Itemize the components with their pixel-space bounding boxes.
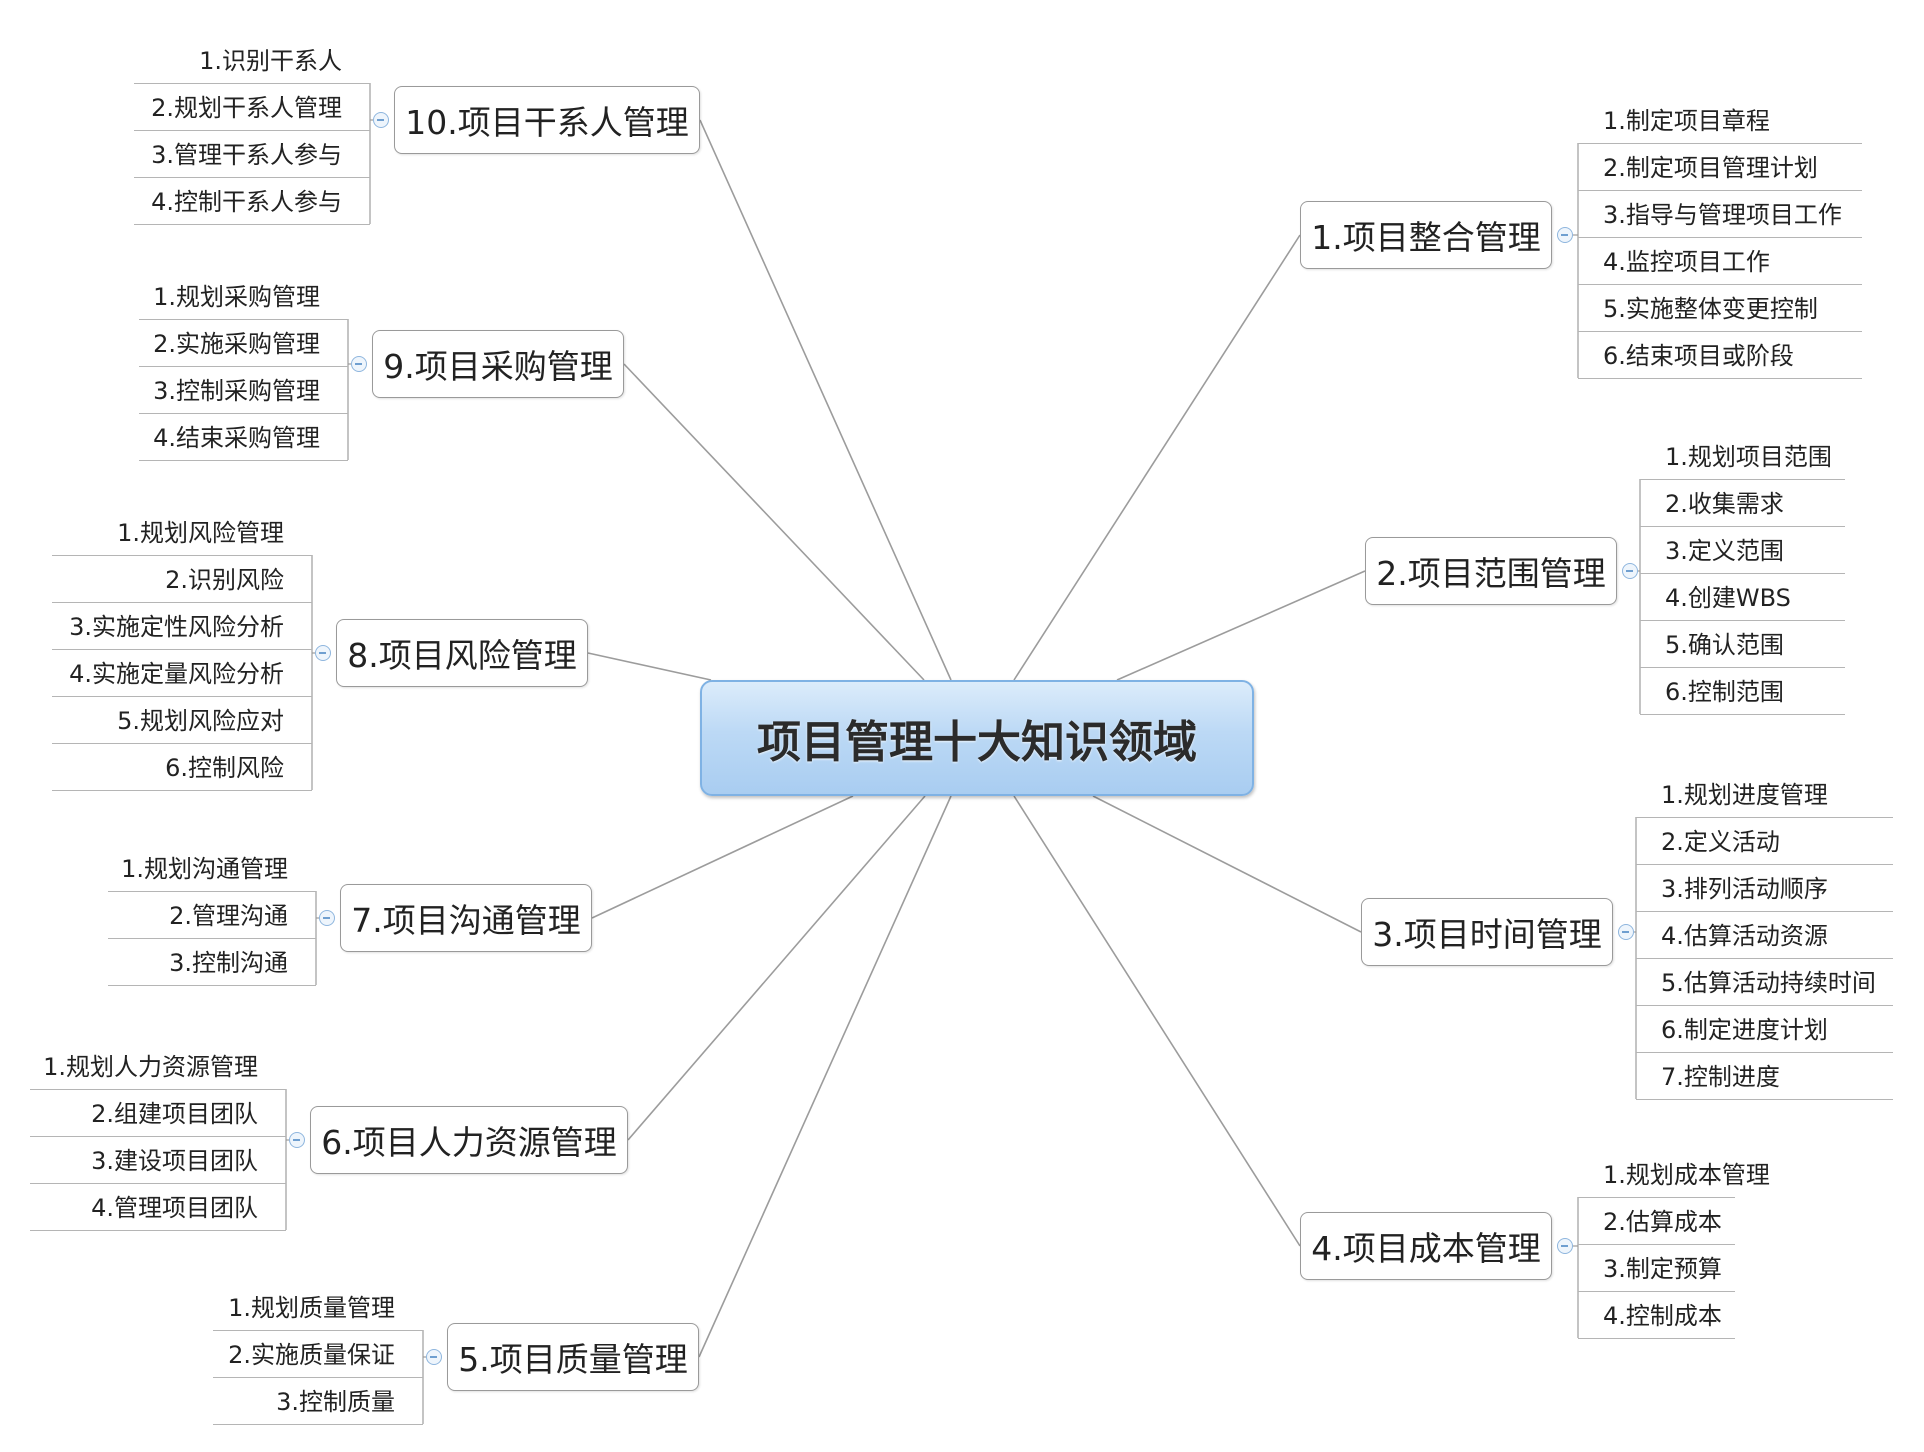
main-topic-scope[interactable]: 2.项目范围管理 [1365,537,1617,605]
sub-topic-scope-4[interactable]: 4.创建WBS [1640,574,1845,621]
sub-topic-risk-5[interactable]: 5.规划风险应对 [52,697,312,744]
sub-topic-integration-5[interactable]: 5.实施整体变更控制 [1578,285,1862,332]
connector-time [1092,795,1362,933]
main-topic-stakeholder[interactable]: 10.项目干系人管理 [394,86,700,154]
collapse-quality-minus-circle-icon[interactable] [426,1349,442,1365]
sub-topic-scope-5[interactable]: 5.确认范围 [1640,621,1845,668]
sub-topic-cost-1[interactable]: 1.规划成本管理 [1578,1151,1770,1198]
sub-topic-integration-6[interactable]: 6.结束项目或阶段 [1578,332,1862,379]
sub-topic-procurement-3[interactable]: 3.控制采购管理 [139,367,348,414]
sub-topic-cost-3[interactable]: 3.制定预算 [1578,1245,1735,1292]
central-topic[interactable]: 项目管理十大知识领域 [700,680,1254,796]
main-topic-procurement[interactable]: 9.项目采购管理 [372,330,624,398]
sub-topic-communication-1[interactable]: 1.规划沟通管理 [108,845,316,892]
sub-topic-scope-6[interactable]: 6.控制范围 [1640,668,1845,715]
connector-communication [591,795,854,919]
sub-topic-scope-1[interactable]: 1.规划项目范围 [1640,433,1845,480]
sub-topic-risk-6[interactable]: 6.控制风险 [52,744,312,791]
sub-topic-stakeholder-2[interactable]: 2.规划干系人管理 [134,84,370,131]
sub-topic-scope-2[interactable]: 2.收集需求 [1640,480,1845,527]
collapse-risk-minus-circle-icon[interactable] [315,645,331,661]
sub-topic-risk-1[interactable]: 1.规划风险管理 [52,509,312,556]
main-topic-hr[interactable]: 6.项目人力资源管理 [310,1106,628,1174]
sub-topic-time-1[interactable]: 1.规划进度管理 [1636,771,1893,818]
collapse-time-minus-circle-icon[interactable] [1618,924,1634,940]
collapse-hr-minus-circle-icon[interactable] [289,1132,305,1148]
collapse-procurement-minus-circle-icon[interactable] [351,356,367,372]
collapse-communication-minus-circle-icon[interactable] [319,910,335,926]
connector-integration [1013,234,1301,681]
sub-topic-communication-2[interactable]: 2.管理沟通 [108,892,316,939]
sub-topic-stakeholder-3[interactable]: 3.管理干系人参与 [134,131,370,178]
sub-topic-time-5[interactable]: 5.估算活动持续时间 [1636,959,1893,1006]
collapse-stakeholder-minus-circle-icon[interactable] [373,112,389,128]
sub-topic-integration-4[interactable]: 4.监控项目工作 [1578,238,1862,285]
sub-topic-time-3[interactable]: 3.排列活动顺序 [1636,865,1893,912]
sub-topic-procurement-2[interactable]: 2.实施采购管理 [139,320,348,367]
sub-topic-risk-2[interactable]: 2.识别风险 [52,556,312,603]
sub-topic-risk-3[interactable]: 3.实施定性风险分析 [52,603,312,650]
sub-topic-hr-1[interactable]: 1.规划人力资源管理 [30,1043,286,1090]
sub-topic-cost-2[interactable]: 2.估算成本 [1578,1198,1735,1245]
collapse-cost-minus-circle-icon[interactable] [1557,1238,1573,1254]
sub-topic-time-6[interactable]: 6.制定进度计划 [1636,1006,1893,1053]
sub-topic-time-2[interactable]: 2.定义活动 [1636,818,1893,865]
connector-hr [627,795,926,1141]
sub-topic-quality-1[interactable]: 1.规划质量管理 [213,1284,423,1331]
sub-topic-quality-2[interactable]: 2.实施质量保证 [213,1331,423,1378]
sub-topic-communication-3[interactable]: 3.控制沟通 [108,939,316,986]
connector-risk [587,652,712,681]
sub-topic-hr-2[interactable]: 2.组建项目团队 [30,1090,286,1137]
sub-topic-procurement-4[interactable]: 4.结束采购管理 [139,414,348,461]
main-topic-quality[interactable]: 5.项目质量管理 [447,1323,699,1391]
collapse-integration-minus-circle-icon[interactable] [1557,227,1573,243]
collapse-scope-minus-circle-icon[interactable] [1622,563,1638,579]
sub-topic-integration-2[interactable]: 2.制定项目管理计划 [1578,144,1862,191]
sub-topic-time-7[interactable]: 7.控制进度 [1636,1053,1893,1100]
sub-topic-stakeholder-4[interactable]: 4.控制干系人参与 [134,178,370,225]
sub-topic-risk-4[interactable]: 4.实施定量风险分析 [52,650,312,697]
main-topic-cost[interactable]: 4.项目成本管理 [1300,1212,1552,1280]
sub-topic-stakeholder-1[interactable]: 1.识别干系人 [134,37,370,84]
sub-topic-integration-1[interactable]: 1.制定项目章程 [1578,97,1862,144]
main-topic-time[interactable]: 3.项目时间管理 [1361,898,1613,966]
main-topic-integration[interactable]: 1.项目整合管理 [1300,201,1552,269]
sub-topic-quality-3[interactable]: 3.控制质量 [213,1378,423,1425]
connector-scope [1116,570,1366,681]
sub-topic-cost-4[interactable]: 4.控制成本 [1578,1292,1735,1339]
connector-cost [1013,795,1301,1247]
connector-stakeholder [699,119,952,681]
main-topic-communication[interactable]: 7.项目沟通管理 [340,884,592,952]
connector-quality [698,795,952,1358]
connector-procurement [623,363,925,681]
main-topic-risk[interactable]: 8.项目风险管理 [336,619,588,687]
sub-topic-integration-3[interactable]: 3.指导与管理项目工作 [1578,191,1862,238]
sub-topic-hr-4[interactable]: 4.管理项目团队 [30,1184,286,1231]
sub-topic-hr-3[interactable]: 3.建设项目团队 [30,1137,286,1184]
sub-topic-scope-3[interactable]: 3.定义范围 [1640,527,1845,574]
sub-topic-time-4[interactable]: 4.估算活动资源 [1636,912,1893,959]
sub-topic-procurement-1[interactable]: 1.规划采购管理 [139,273,348,320]
